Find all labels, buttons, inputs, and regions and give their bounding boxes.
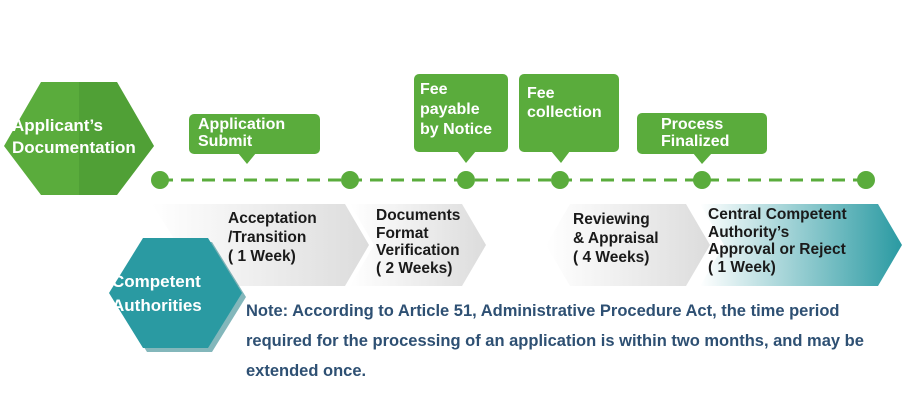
timeline-dot	[693, 171, 711, 189]
stage-label: Central Competent Authority’s Approval o…	[708, 206, 847, 276]
milestone-label: Fee collection	[527, 85, 602, 121]
timeline-dot	[457, 171, 475, 189]
stage-label: Documents Format Verification ( 2 Weeks)	[376, 207, 461, 277]
milestone-callout	[519, 74, 619, 163]
timeline-dot	[857, 171, 875, 189]
milestone-callout	[637, 113, 767, 164]
milestone-label: Fee payable by Notice	[420, 81, 493, 138]
stage-arrow	[700, 204, 902, 286]
milestone-label: Process Finalized	[661, 116, 730, 150]
note-text: Note: According to Article 51, Administr…	[246, 302, 864, 380]
authority-label: Competent Authorities	[112, 272, 202, 315]
timeline-dot	[551, 171, 569, 189]
stage-label: Acceptation /Transition ( 1 Week)	[228, 210, 317, 265]
authority-hexagon	[109, 238, 246, 352]
timeline-dot	[341, 171, 359, 189]
milestone-callout	[414, 74, 508, 163]
applicant-hexagon	[4, 82, 154, 195]
timeline-dot	[151, 171, 169, 189]
applicant-label: Applicant’s Documentation	[12, 116, 136, 157]
stage-arrow	[350, 204, 486, 286]
stage-label: Reviewing & Appraisal ( 4 Weeks)	[573, 211, 659, 266]
stage-arrow	[546, 204, 710, 286]
milestone-callout	[189, 114, 320, 164]
milestone-label: Application Submit	[198, 116, 286, 150]
